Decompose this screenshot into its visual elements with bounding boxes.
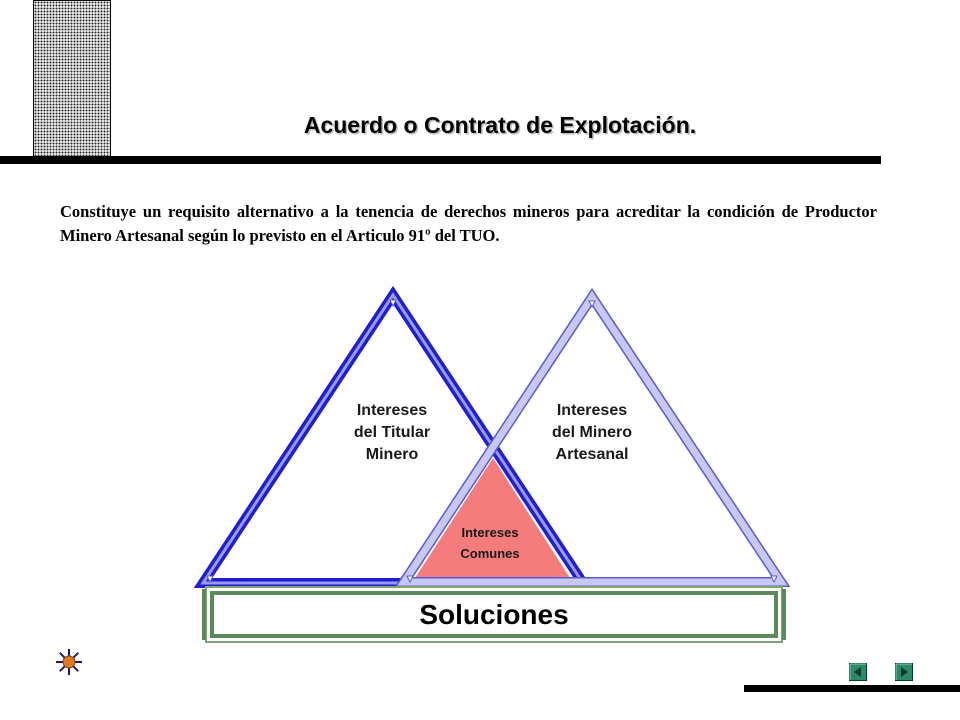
solutions-label: Soluciones (419, 598, 569, 630)
forward-arrow-icon[interactable] (895, 663, 913, 681)
decorative-dotted-block (33, 0, 111, 157)
right-triangle-label: Intereses del Minero Artesanal (551, 402, 632, 463)
solutions-bar: Soluciones (202, 589, 786, 640)
left-triangle (193, 285, 593, 588)
back-arrow-icon[interactable] (849, 663, 867, 681)
overlap-label: Intereses Comunes (460, 525, 520, 561)
title-underline-rule (0, 156, 881, 164)
vertex-markers (206, 299, 778, 584)
left-triangle-label: Intereses del Titular Minero (353, 402, 431, 463)
slide-title: Acuerdo o Contrato de Explotación. (303, 112, 697, 138)
slide-description: Constituye un requisito alternativo a la… (60, 202, 877, 245)
overlap-region (415, 458, 570, 578)
right-triangle (394, 287, 791, 587)
bottom-rule (744, 685, 960, 692)
sun-burst-icon[interactable] (55, 648, 83, 676)
